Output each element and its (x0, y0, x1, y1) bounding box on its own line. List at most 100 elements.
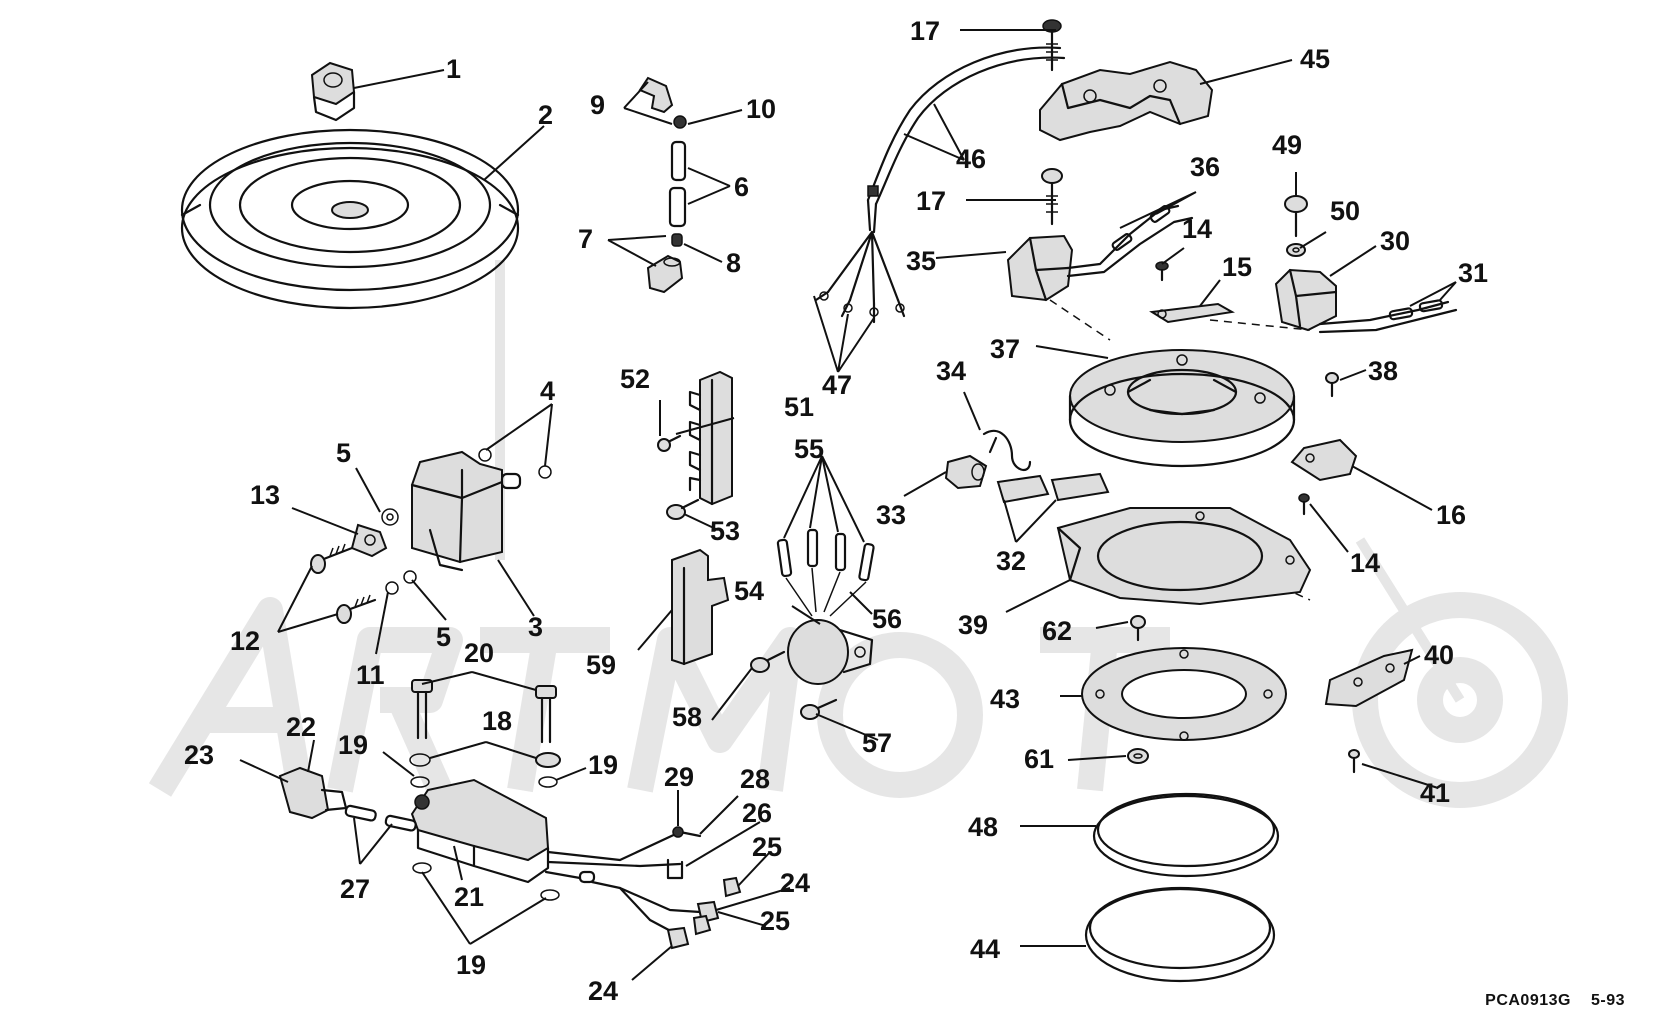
callout-32: 32 (996, 546, 1026, 576)
spacer-ring (1084, 886, 1276, 983)
callout-14a: 14 (1182, 214, 1212, 244)
callout-18: 18 (482, 706, 512, 736)
spark-plug-boot-lower (646, 254, 684, 294)
power-coil-leads (1318, 299, 1458, 334)
sleeves (668, 140, 687, 228)
callout-19c: 19 (456, 950, 486, 980)
spark-plug-boot-upper (638, 76, 674, 114)
ignition-coil (410, 450, 522, 572)
figure-code: PCA0913G (1485, 992, 1571, 1009)
retainer-sleeves (996, 472, 1110, 504)
spring-upper (673, 115, 687, 129)
figure-reference: PCA0913G 5-93 (1485, 992, 1625, 1010)
callout-17b: 17 (916, 186, 946, 216)
retainer-plate (1056, 507, 1312, 606)
callout-4: 4 (540, 376, 555, 406)
callout-61: 61 (1024, 744, 1054, 774)
callout-19b: 19 (588, 750, 618, 780)
callout-24a: 24 (780, 868, 810, 898)
stator-harness (814, 46, 1066, 324)
leader-lines (239, 29, 1457, 981)
watermark-graphic (148, 260, 1568, 808)
callout-5b: 5 (436, 622, 451, 652)
flywheel-nut (310, 61, 356, 122)
support-plate (1080, 647, 1288, 741)
flywheel (180, 128, 520, 310)
callout-27: 27 (340, 874, 370, 904)
callout-30: 30 (1380, 226, 1410, 256)
callout-2: 2 (538, 100, 553, 130)
callout-58: 58 (672, 702, 702, 732)
rectifier (787, 619, 874, 685)
callout-36: 36 (1190, 152, 1220, 182)
washer-11 (385, 581, 399, 595)
stator-bracket (1290, 438, 1358, 482)
callout-37: 37 (990, 334, 1020, 364)
ground-strap (1149, 302, 1235, 324)
grommets (409, 752, 561, 901)
callout-8: 8 (726, 248, 741, 278)
charge-coil (1006, 234, 1074, 302)
callout-1: 1 (446, 54, 461, 84)
callout-5a: 5 (336, 438, 351, 468)
callout-55: 55 (794, 434, 824, 464)
screw-38 (1325, 372, 1339, 398)
retaining-ring (1092, 792, 1280, 878)
stator-screw-upper (1042, 19, 1062, 72)
callout-57: 57 (862, 728, 892, 758)
screw-49 (1284, 195, 1308, 238)
callout-47: 47 (822, 370, 852, 400)
coil-screws (310, 543, 377, 624)
stator-plate (1068, 349, 1296, 468)
callout-34: 34 (936, 356, 966, 386)
callout-11: 11 (356, 660, 385, 690)
callout-49: 49 (1272, 130, 1302, 160)
power-pack-wires (544, 826, 702, 938)
callout-54: 54 (734, 576, 764, 606)
screw-62 (1130, 615, 1146, 642)
ground-clip (350, 523, 388, 558)
callout-16: 16 (1436, 500, 1466, 530)
wire-connectors (666, 876, 742, 950)
callout-59: 59 (586, 650, 616, 680)
spring-lower (671, 233, 683, 247)
connector-sleeves (344, 804, 417, 832)
small-screw-upper (1155, 261, 1169, 282)
callout-22: 22 (286, 712, 316, 742)
callout-28: 28 (740, 764, 770, 794)
callout-52: 52 (620, 364, 650, 394)
callout-51: 51 (784, 392, 814, 422)
callout-labels: 1 2 3 4 5 5 6 7 8 9 10 11 12 13 14 14 15… (184, 16, 1488, 1006)
callout-31: 31 (1458, 258, 1488, 288)
figure-date: 5-93 (1590, 992, 1625, 1009)
callout-21: 21 (454, 882, 484, 912)
callout-41: 41 (1420, 778, 1450, 808)
callout-3: 3 (528, 612, 543, 642)
pin-connector (944, 454, 988, 490)
coil-leads (1066, 204, 1194, 278)
power-coil (1274, 268, 1338, 332)
callout-25a: 25 (752, 832, 782, 862)
callout-39: 39 (958, 610, 988, 640)
screw-57 (800, 698, 838, 720)
callout-56: 56 (872, 604, 902, 634)
callout-19a: 19 (338, 730, 368, 760)
callout-53: 53 (710, 516, 740, 546)
washer-61 (1127, 748, 1149, 764)
terminal-block (688, 370, 733, 506)
callout-7: 7 (578, 224, 593, 254)
callout-15: 15 (1222, 252, 1252, 282)
callout-17a: 17 (910, 16, 940, 46)
callout-38: 38 (1368, 356, 1398, 386)
callout-24b: 24 (588, 976, 618, 1006)
callout-25b: 25 (760, 906, 790, 936)
callout-10: 10 (746, 94, 776, 124)
stator-screw-lower (1041, 168, 1063, 226)
callout-50: 50 (1330, 196, 1360, 226)
callout-13: 13 (250, 480, 280, 510)
callout-35: 35 (906, 246, 936, 276)
power-pack (410, 778, 550, 884)
timer-base-sensor (1039, 60, 1214, 142)
screw-58 (750, 650, 786, 673)
